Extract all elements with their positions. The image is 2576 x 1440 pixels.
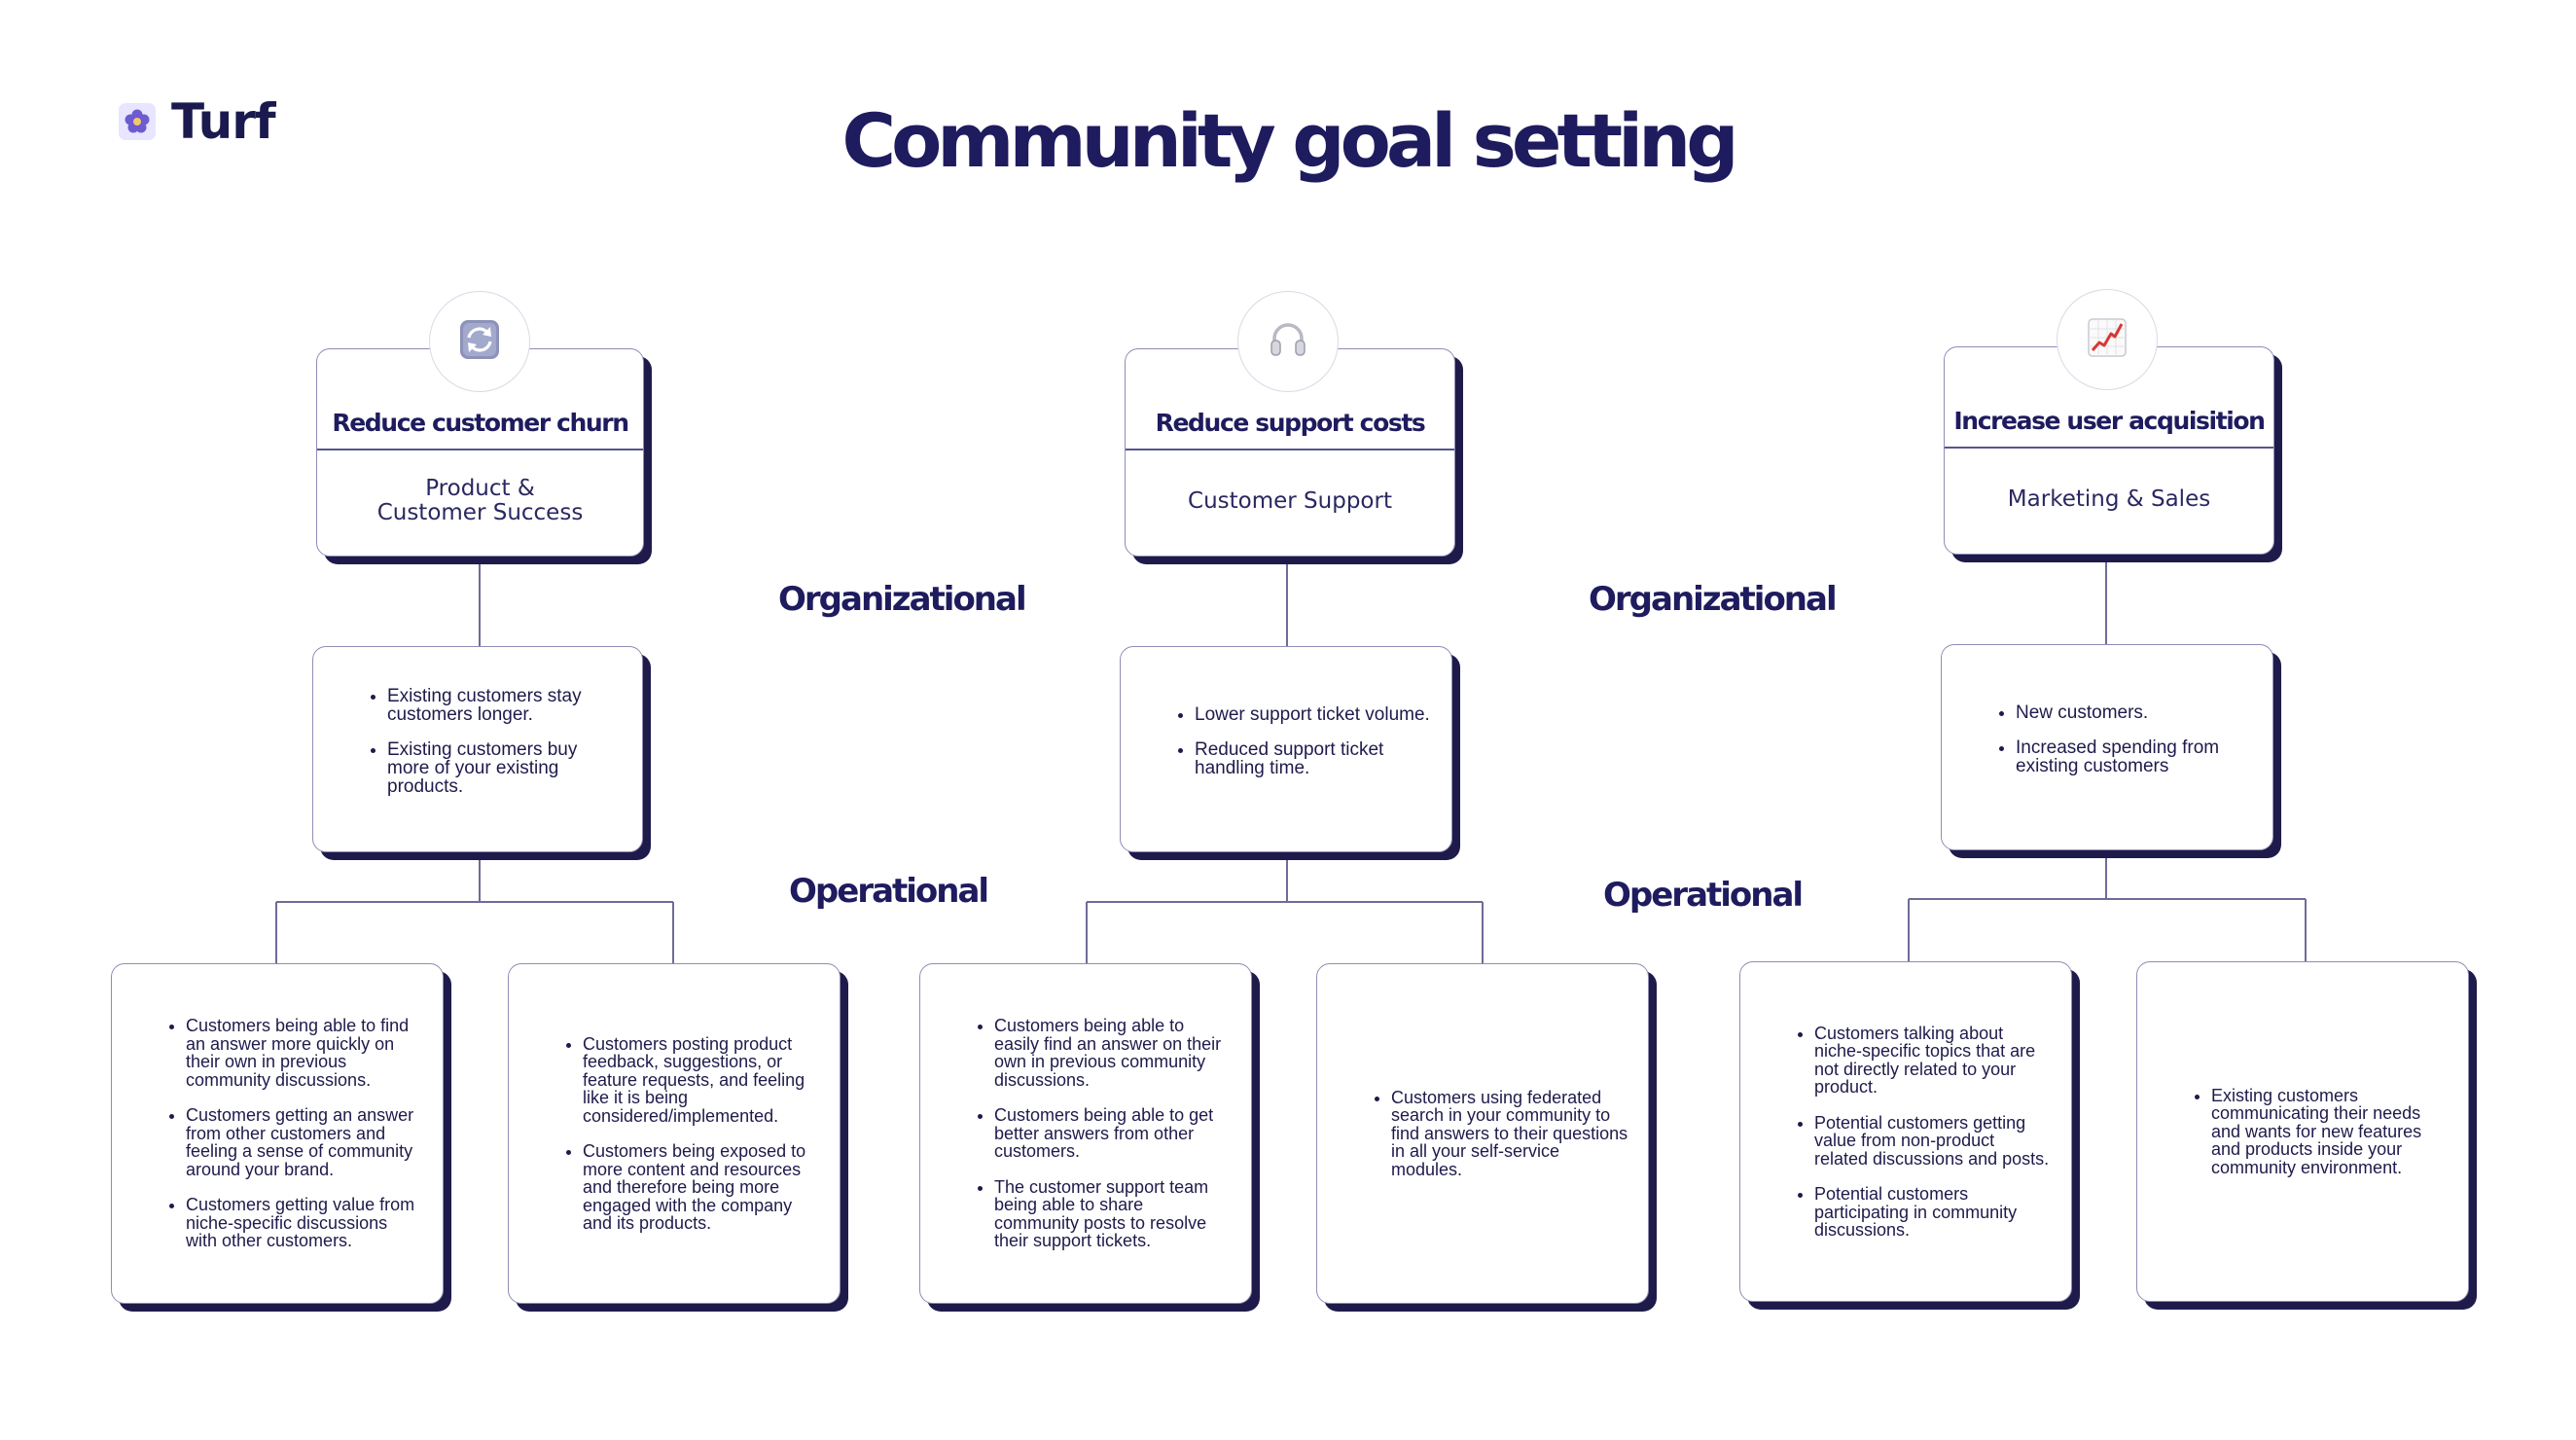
operational-card-churn-2: Customers posting product feedback, sugg… [508,963,841,1304]
organizational-label-2: Organizational [1589,580,1838,619]
goal-title: Increase user acquisition [1953,406,2266,435]
flower-icon [119,103,156,140]
icon-circle [2057,289,2158,390]
logo-text: Turf [171,93,276,150]
list-item: Customers using federated search in your… [1391,1089,1628,1179]
goal-team: Marketing & Sales [2007,486,2211,512]
list-item: Existing customers buy more of your exis… [387,740,623,796]
icon-circle [429,291,530,392]
list-item: Customers being able to get better answe… [994,1106,1232,1161]
icon-circle [1237,291,1339,392]
operational-card-acquisition-1: Customers talking about niche-specific t… [1739,961,2072,1302]
operational-card-churn-1: Customers being able to find an answer m… [111,963,444,1304]
operational-card-acquisition-2: Existing customers communicating their n… [2136,961,2469,1302]
goal-team: Customer Support [1188,487,1392,514]
refresh-icon [458,318,501,365]
list-item: Customers being exposed to more content … [583,1142,820,1233]
goal-header: Increase user acquisition [1945,347,2273,449]
turf-logo: Turf [119,93,276,150]
list-item: Customers posting product feedback, sugg… [583,1034,820,1126]
goal-title: Reduce customer churn [332,408,629,437]
list-item: Customers talking about niche-specific t… [1814,1024,2052,1097]
organizational-card-support: Lower support ticket volume. Reduced sup… [1120,646,1452,852]
list-item: Potential customers participating in com… [1814,1185,2052,1240]
organizational-card-acquisition: New customers. Increased spending from e… [1941,644,2273,850]
list-item: New customers. [2016,703,2253,722]
list-item: Customers getting value from niche-speci… [186,1196,423,1250]
list-item: The customer support team being able to … [994,1178,1232,1250]
goal-card-churn: Reduce customer churn Product & Customer… [316,348,644,557]
list-item: Increased spending from existing custome… [2016,738,2253,775]
operational-card-support-1: Customers being able to easily find an a… [919,963,1252,1304]
list-item: Lower support ticket volume. [1195,705,1432,724]
goal-header: Reduce customer churn [317,349,643,450]
goal-header: Reduce support costs [1126,349,1454,450]
list-item: Customers being able to find an answer m… [186,1017,423,1089]
operational-label-2: Operational [1603,876,1804,915]
list-item: Customers being able to easily find an a… [994,1017,1232,1089]
goal-title: Reduce support costs [1155,408,1426,437]
list-item: Potential customers getting value from n… [1814,1113,2052,1169]
goal-team: Product & Customer Success [376,476,584,525]
page-title: Community goal setting [841,97,1738,184]
operational-card-support-2: Customers using federated search in your… [1316,963,1649,1304]
headphones-icon [1267,318,1309,365]
chart-increasing-icon [2086,316,2129,363]
operational-label-1: Operational [789,872,989,911]
organizational-card-churn: Existing customers stay customers longer… [312,646,643,852]
list-item: Existing customers stay customers longer… [387,687,623,724]
list-item: Existing customers communicating their n… [2211,1087,2449,1177]
list-item: Customers getting an answer from other c… [186,1106,423,1178]
list-item: Reduced support ticket handling time. [1195,740,1432,777]
organizational-label-1: Organizational [778,580,1027,619]
